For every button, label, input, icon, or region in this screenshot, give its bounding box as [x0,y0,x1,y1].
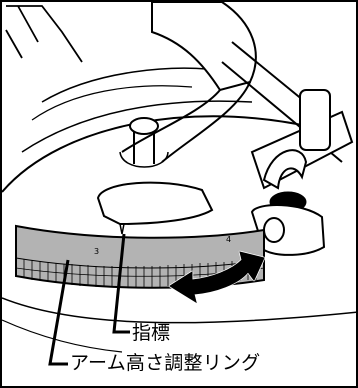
scale-number-3: 3 [94,247,99,256]
leader-line-pointer [112,233,130,334]
knob-stem [133,132,155,164]
right-bracket [250,204,326,256]
leader-line-ring [48,259,70,366]
clamp-band [262,149,308,190]
top-left-bracket [5,5,83,63]
rotation-arrow-core [169,251,265,304]
arm-tube [121,81,251,163]
base-lower-curve-2 [2,319,123,353]
knob-top [129,117,159,135]
bracket-hole [263,217,285,243]
base-ring-upper [41,67,233,103]
ring-label: アーム高さ調整リング [68,352,263,374]
scale-number-4: 4 [226,235,231,244]
knob-shadow [119,151,169,168]
cable-clamp [299,89,331,151]
pointer-label: 指標 [130,322,173,344]
pointer-body [96,181,214,226]
base-ring-upper-2 [31,85,193,121]
pointer-tip [119,223,125,235]
base-inner-curve [21,100,253,153]
base-lower-curve [2,297,356,324]
